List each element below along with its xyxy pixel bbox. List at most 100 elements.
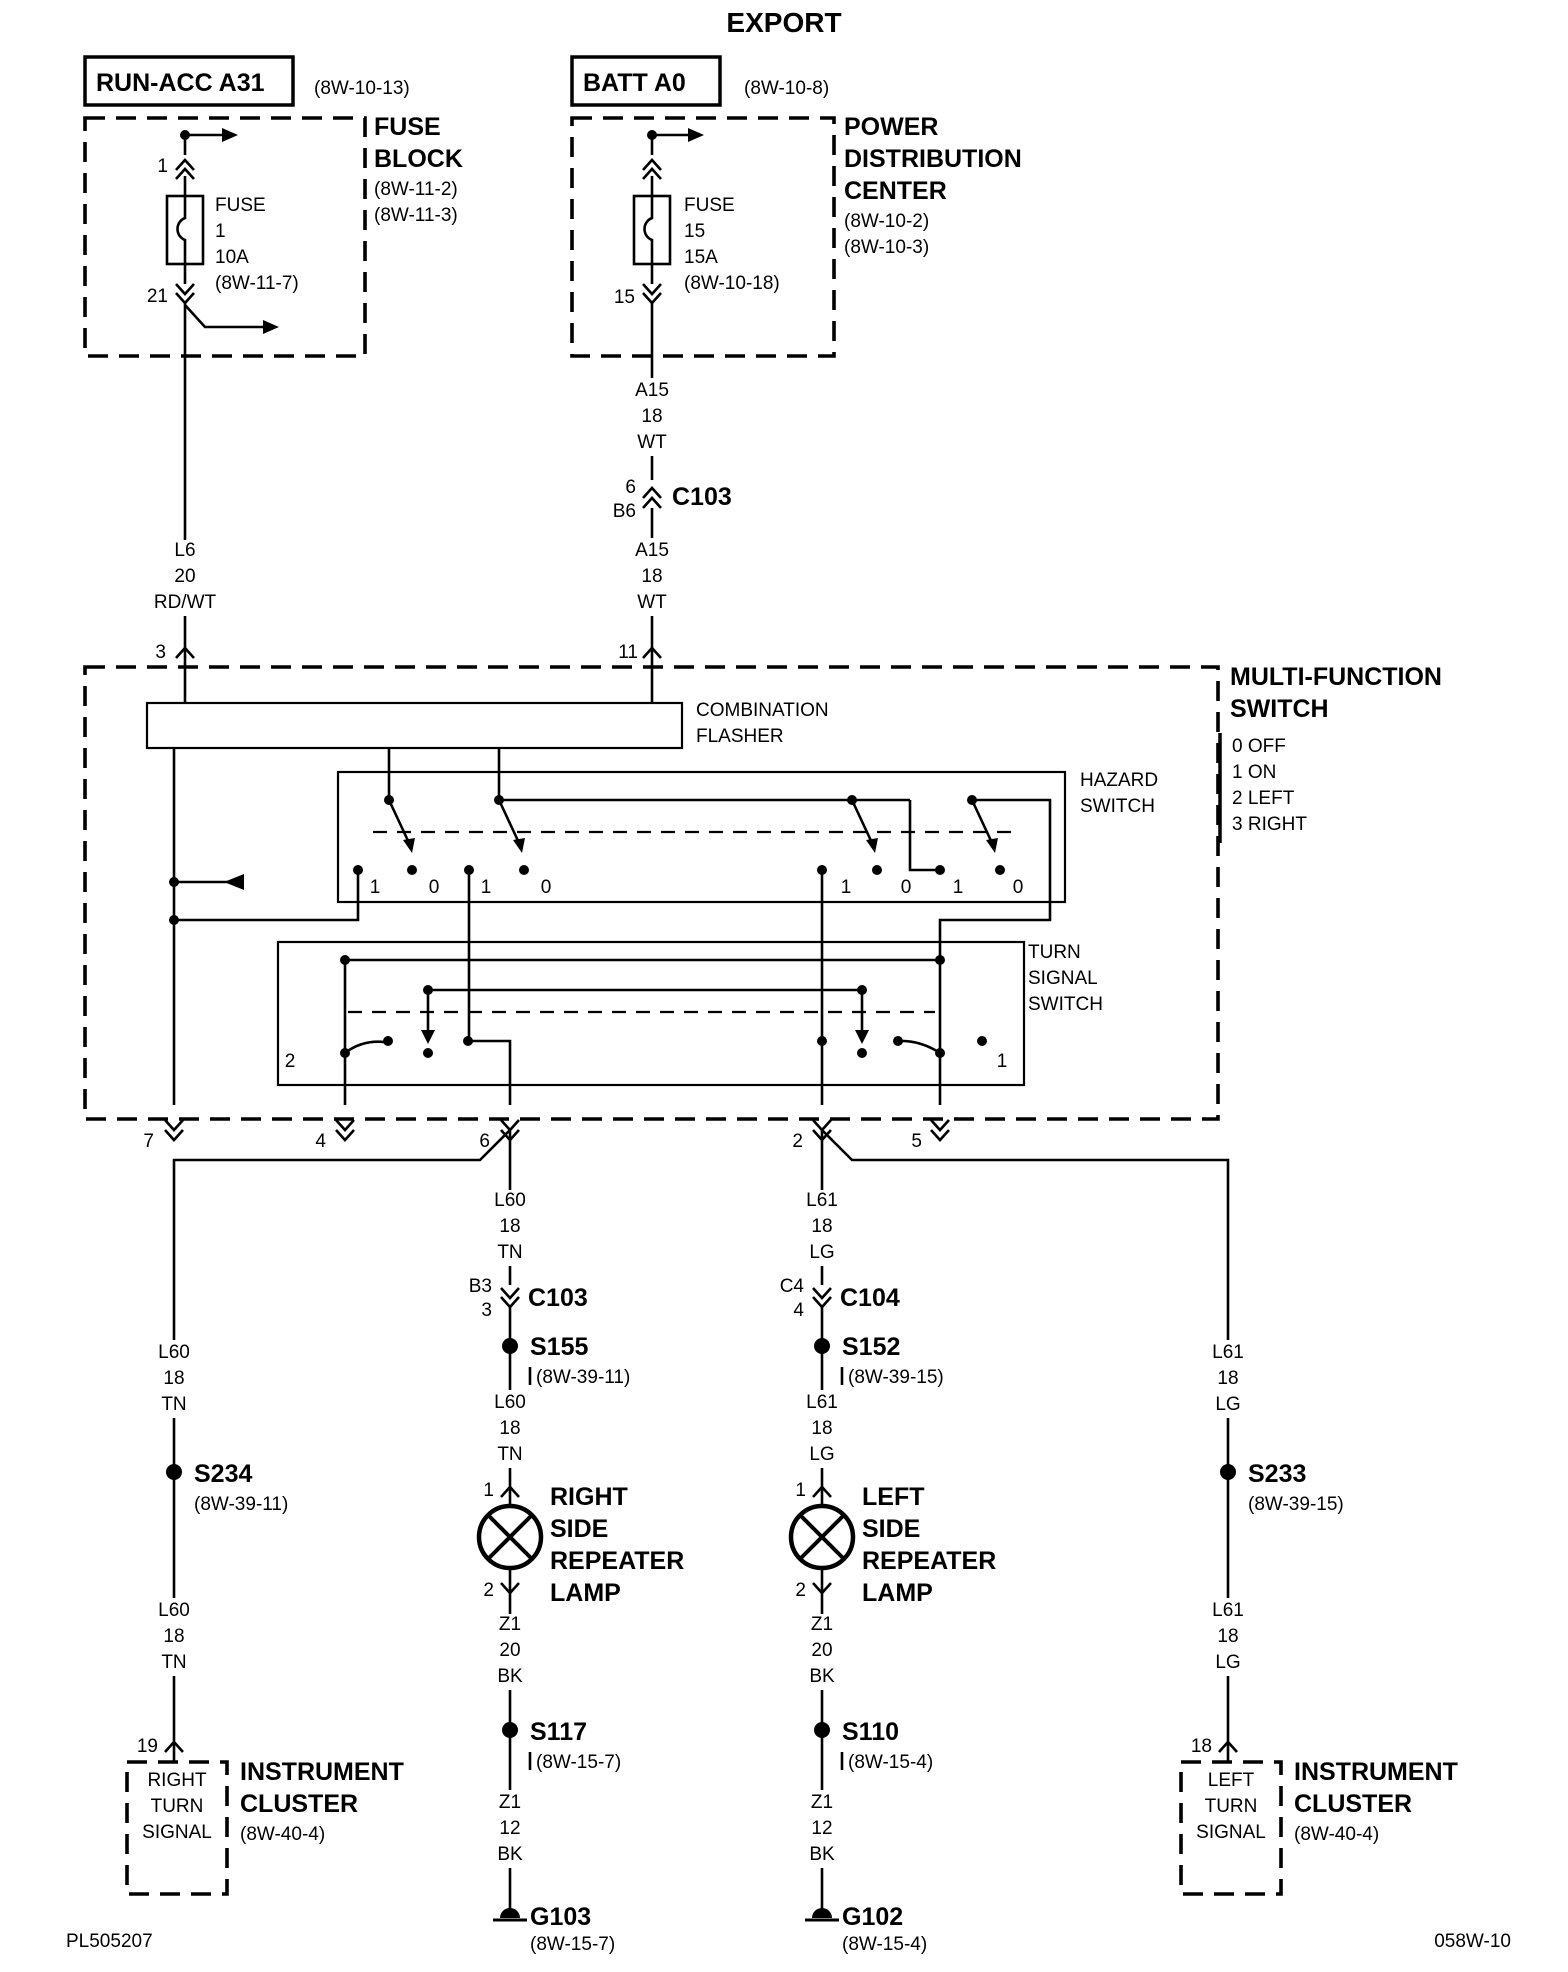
right-lamp-pin-2: 2	[483, 1580, 494, 1601]
fuse1-label-2: 1	[215, 221, 226, 242]
flasher-label-2: FLASHER	[696, 726, 784, 747]
fuse-block: FUSE BLOCK (8W-11-2) (8W-11-3) 1 FUSE 1 …	[83, 113, 463, 545]
g103-name: G103	[530, 1903, 591, 1931]
l61-c1-circuit: L61	[806, 1190, 838, 1211]
mfs-pin-6: 6	[479, 1131, 490, 1152]
source-batt-ref: (8W-10-8)	[744, 78, 829, 99]
pdc-ref-1: (8W-10-2)	[844, 211, 929, 232]
l60-c2-circuit: L60	[494, 1392, 526, 1413]
fuse15-pin-out: 15	[614, 287, 635, 308]
hazard-contact-0a: 0	[429, 877, 440, 898]
z1-20-r-color: BK	[497, 1666, 523, 1687]
l60-c1-circuit: L60	[494, 1190, 526, 1211]
c104-name: C104	[840, 1284, 900, 1312]
z1-12-r-circuit: Z1	[499, 1792, 521, 1813]
a15-lower-gauge: 18	[641, 566, 662, 587]
cluster-left-pin: 18	[1191, 1736, 1212, 1757]
figure-ref-right: 058W-10	[1434, 1931, 1511, 1952]
hazard-switch	[336, 770, 1067, 904]
a15-lower-color: WT	[637, 592, 667, 613]
hazard-contact-1c: 1	[841, 877, 852, 898]
z1-20-r-gauge: 20	[499, 1640, 520, 1661]
cluster-right-pin: 19	[137, 1736, 158, 1757]
wire-l60-center: L60 18 TN B3 3 C103 S155 (8W-39-11) L60 …	[469, 1190, 630, 1490]
left-lamp-ground-path: Z1 20 BK S110 (8W-15-4) Z1 12 BK G102 (8…	[798, 1600, 933, 1955]
l61-r1-circuit: L61	[1212, 1342, 1244, 1363]
fuse15-label-4: (8W-10-18)	[684, 273, 780, 294]
hazard-label-2: SWITCH	[1080, 796, 1155, 817]
cluster-left-name-1: INSTRUMENT	[1294, 1758, 1458, 1786]
s152-name: S152	[842, 1333, 900, 1361]
wire-l61-cluster: L61 18 LG S233 (8W-39-15) L61 18 LG	[1204, 1342, 1344, 1742]
mfs-position-on: 1 ON	[1232, 762, 1276, 783]
g103-ref: (8W-15-7)	[530, 1934, 615, 1955]
c104-pin-1: C4	[780, 1276, 805, 1297]
cluster-right-inner-3: SIGNAL	[142, 1822, 212, 1843]
z1-12-l-color: BK	[809, 1844, 835, 1865]
mfs-pin-4: 4	[315, 1131, 326, 1152]
source-batt-label: BATT A0	[583, 69, 686, 97]
l60-c1-color: TN	[497, 1242, 522, 1263]
fuse-block-name-1: FUSE	[374, 113, 441, 141]
mfs-position-off: 0 OFF	[1232, 736, 1286, 757]
s234-ref: (8W-39-11)	[194, 1494, 288, 1515]
turn-label-2: SIGNAL	[1028, 968, 1098, 989]
l61-r2-gauge: 18	[1217, 1626, 1238, 1647]
hazard-contact-1d: 1	[953, 877, 964, 898]
turn-signal-switch	[276, 940, 1026, 1087]
fuse1-pin-in: 1	[157, 156, 168, 177]
l60-l2-circuit: L60	[158, 1600, 190, 1621]
source-run-acc-ref: (8W-10-13)	[314, 78, 410, 99]
l61-r2-color: LG	[1215, 1652, 1240, 1673]
s110-name: S110	[842, 1718, 899, 1746]
fuse1-label-1: FUSE	[215, 195, 266, 216]
l60-c2-gauge: 18	[499, 1418, 520, 1439]
splice-s233: S233 (8W-39-15)	[1220, 1460, 1344, 1515]
l60-l1-gauge: 18	[163, 1368, 184, 1389]
instrument-cluster-left-turn: 18 LEFT TURN SIGNAL INSTRUMENT CLUSTER (…	[1179, 1736, 1458, 1896]
splice-s155: S155 (8W-39-11)	[502, 1333, 630, 1388]
s117-name: S117	[530, 1718, 587, 1746]
splice-s117: S117 (8W-15-7)	[502, 1718, 621, 1773]
cluster-left-inner-1: LEFT	[1208, 1770, 1255, 1791]
mfs-position-right: 3 RIGHT	[1232, 814, 1307, 835]
fuse-block-name-2: BLOCK	[374, 145, 463, 173]
figure-ref-left: PL505207	[66, 1931, 153, 1952]
left-lamp-pin-2: 2	[795, 1580, 806, 1601]
mfs-pin-2: 2	[792, 1131, 803, 1152]
cluster-left-ref: (8W-40-4)	[1294, 1824, 1379, 1845]
l61-c2-gauge: 18	[811, 1418, 832, 1439]
left-side-repeater-lamp: 1 2 LEFT SIDE REPEATER LAMP	[788, 1480, 996, 1607]
s155-name: S155	[530, 1333, 588, 1361]
c103-upper-name: C103	[672, 483, 732, 511]
l61-r1-color: LG	[1215, 1394, 1240, 1415]
source-run-acc: RUN-ACC A31 (8W-10-13)	[83, 55, 410, 107]
ground-icon	[812, 1908, 832, 1918]
fuse-block-ref-1: (8W-11-2)	[374, 179, 458, 200]
z1-12-r-gauge: 12	[499, 1818, 520, 1839]
c103-lower-name: C103	[528, 1284, 588, 1312]
mfs-pin-5: 5	[911, 1131, 922, 1152]
pdc-ref-2: (8W-10-3)	[844, 237, 929, 258]
turn-label-1: TURN	[1028, 942, 1081, 963]
power-distribution-center: POWER DISTRIBUTION CENTER (8W-10-2) (8W-…	[570, 113, 1022, 358]
l60-l2-gauge: 18	[163, 1626, 184, 1647]
connector-c104: C4 4 C104	[780, 1276, 900, 1321]
s117-ref: (8W-15-7)	[536, 1752, 621, 1773]
cluster-right-name-2: CLUSTER	[240, 1790, 358, 1818]
z1-12-r-color: BK	[497, 1844, 523, 1865]
pdc-name-2: DISTRIBUTION	[844, 145, 1022, 173]
fuse1-label-3: 10A	[215, 247, 249, 268]
connector-c103-lower: B3 3 C103	[469, 1276, 588, 1321]
cluster-left-name-2: CLUSTER	[1294, 1790, 1412, 1818]
wire-l6: L6 20 RD/WT	[154, 540, 217, 648]
z1-12-l-circuit: Z1	[811, 1792, 833, 1813]
source-run-acc-label: RUN-ACC A31	[96, 69, 265, 97]
fuse15-label-3: 15A	[684, 247, 718, 268]
fuse1-pin-out: 21	[147, 286, 168, 307]
s155-ref: (8W-39-11)	[536, 1367, 630, 1388]
flasher-label-1: COMBINATION	[696, 700, 829, 721]
l60-c1-gauge: 18	[499, 1216, 520, 1237]
l61-c2-circuit: L61	[806, 1392, 838, 1413]
